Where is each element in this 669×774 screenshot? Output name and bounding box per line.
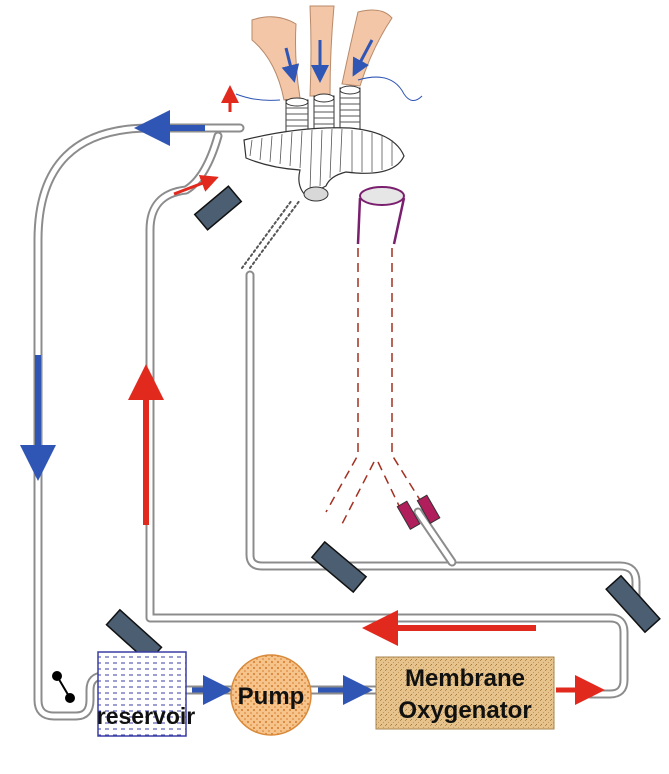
vessel-middle bbox=[309, 5, 335, 97]
clamp-middle bbox=[310, 540, 368, 594]
clamp-trachea-2 bbox=[416, 494, 441, 524]
clamp-right bbox=[605, 574, 661, 634]
trachea-graft bbox=[325, 186, 421, 525]
arterial-return-tube bbox=[145, 131, 629, 699]
membrane-oxygenator: Membrane Oxygenator bbox=[375, 656, 555, 730]
flow-arrows bbox=[20, 85, 605, 705]
reservoir: reservoir bbox=[97, 651, 196, 737]
vessels-anatomy bbox=[235, 5, 423, 202]
vessel-left bbox=[251, 16, 301, 101]
oxygenator-label-line2: Oxygenator bbox=[398, 697, 531, 724]
clamp-trachea-1 bbox=[396, 500, 421, 530]
clamps bbox=[105, 185, 661, 664]
reservoir-label: reservoir bbox=[97, 703, 196, 729]
suture-right bbox=[357, 76, 423, 101]
arrow-red-diag bbox=[173, 174, 219, 196]
suture-left bbox=[235, 93, 281, 101]
pinch-clamp-icon bbox=[52, 671, 75, 703]
clamp-top bbox=[193, 185, 243, 231]
oxygenator-label-line1: Membrane bbox=[405, 665, 525, 692]
pump: Pump bbox=[230, 654, 312, 736]
pump-label: Pump bbox=[238, 683, 305, 710]
corrugated-manifold bbox=[243, 127, 405, 197]
